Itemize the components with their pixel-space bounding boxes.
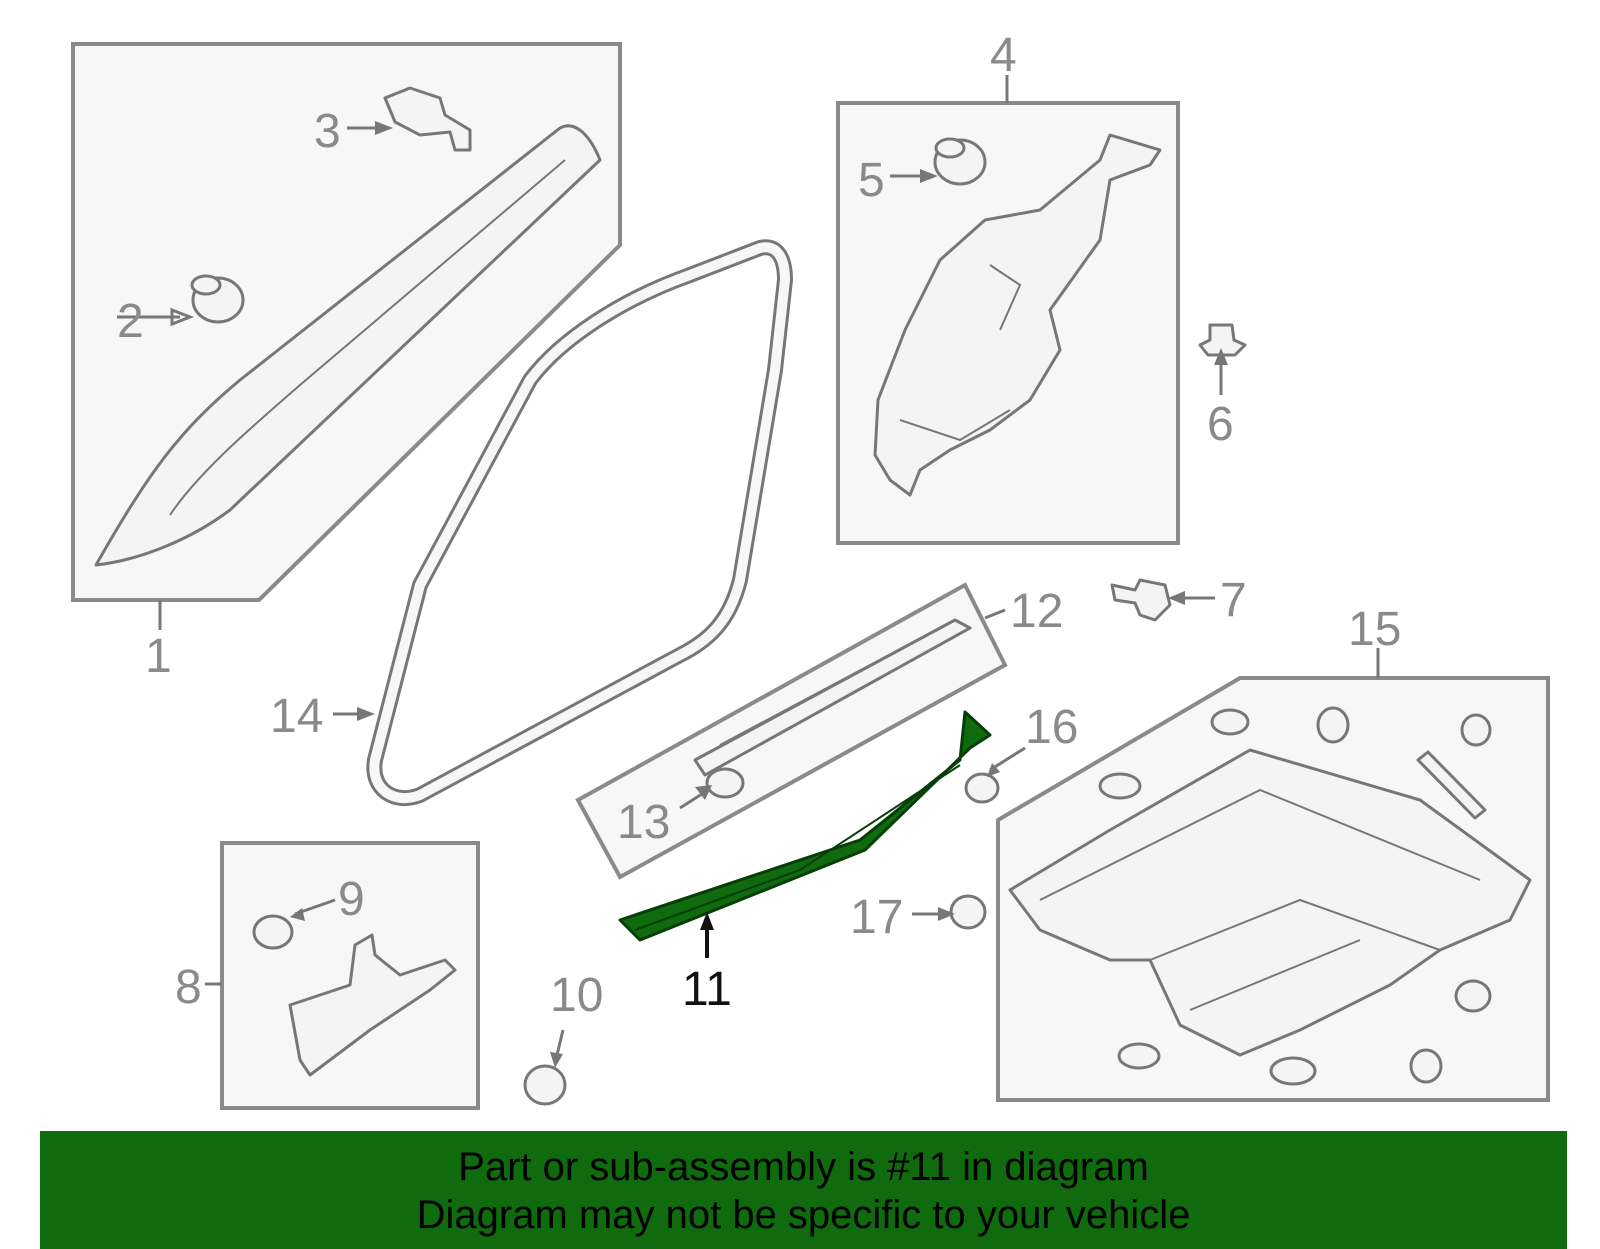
weatherstrip-part-14: 14: [270, 239, 793, 807]
part-group-15: 15: [996, 603, 1550, 1102]
part-group-12: 12 13: [575, 582, 1063, 880]
callout-12: 12: [1010, 585, 1063, 638]
banner-line-2: Diagram may not be specific to your vehi…: [416, 1193, 1191, 1237]
part-group-4: 4 5: [836, 29, 1180, 545]
callout-10: 10: [550, 969, 603, 1022]
clip-part-13: [705, 767, 745, 799]
quarter-trim-part: [873, 133, 1162, 497]
callout-11: 11: [682, 963, 732, 1016]
floor-panel-part: [1008, 748, 1532, 1057]
clip-part-10: 10: [523, 969, 603, 1106]
callout-17: 17: [850, 891, 903, 944]
callout-13: 13: [617, 796, 670, 849]
bolt-part-7: 7: [1110, 574, 1247, 627]
clip-part-5: [933, 137, 987, 186]
clip-part-16: 16: [964, 701, 1078, 804]
callout-14: 14: [270, 690, 323, 743]
clip-part-2: [190, 274, 245, 324]
lower-trim-part: [288, 933, 457, 1077]
clip-part-6: 6: [1198, 323, 1247, 451]
callout-7: 7: [1220, 574, 1247, 627]
callout-6: 6: [1207, 398, 1234, 451]
info-banner: Part or sub-assembly is #11 in diagram D…: [40, 1131, 1567, 1249]
callout-9: 9: [338, 873, 365, 926]
callout-16: 16: [1025, 701, 1078, 754]
bracket-part-3: [383, 86, 472, 152]
callout-2: 2: [117, 295, 144, 348]
part-group-8: 8 9: [175, 841, 480, 1110]
callout-15: 15: [1348, 603, 1401, 656]
callout-4: 4: [990, 29, 1017, 82]
callout-3: 3: [314, 105, 341, 158]
sill-trim-part-11: 11: [618, 710, 992, 1016]
clip-part-9: [252, 914, 294, 950]
callout-8: 8: [175, 961, 202, 1014]
callout-1: 1: [145, 630, 172, 683]
clip-part-17: 17: [850, 891, 987, 944]
highlighted-part-shape: [618, 710, 992, 942]
banner-line-1: Part or sub-assembly is #11 in diagram: [458, 1145, 1149, 1189]
callout-5: 5: [858, 154, 885, 207]
part-group-1: 1 2 3: [71, 42, 622, 683]
